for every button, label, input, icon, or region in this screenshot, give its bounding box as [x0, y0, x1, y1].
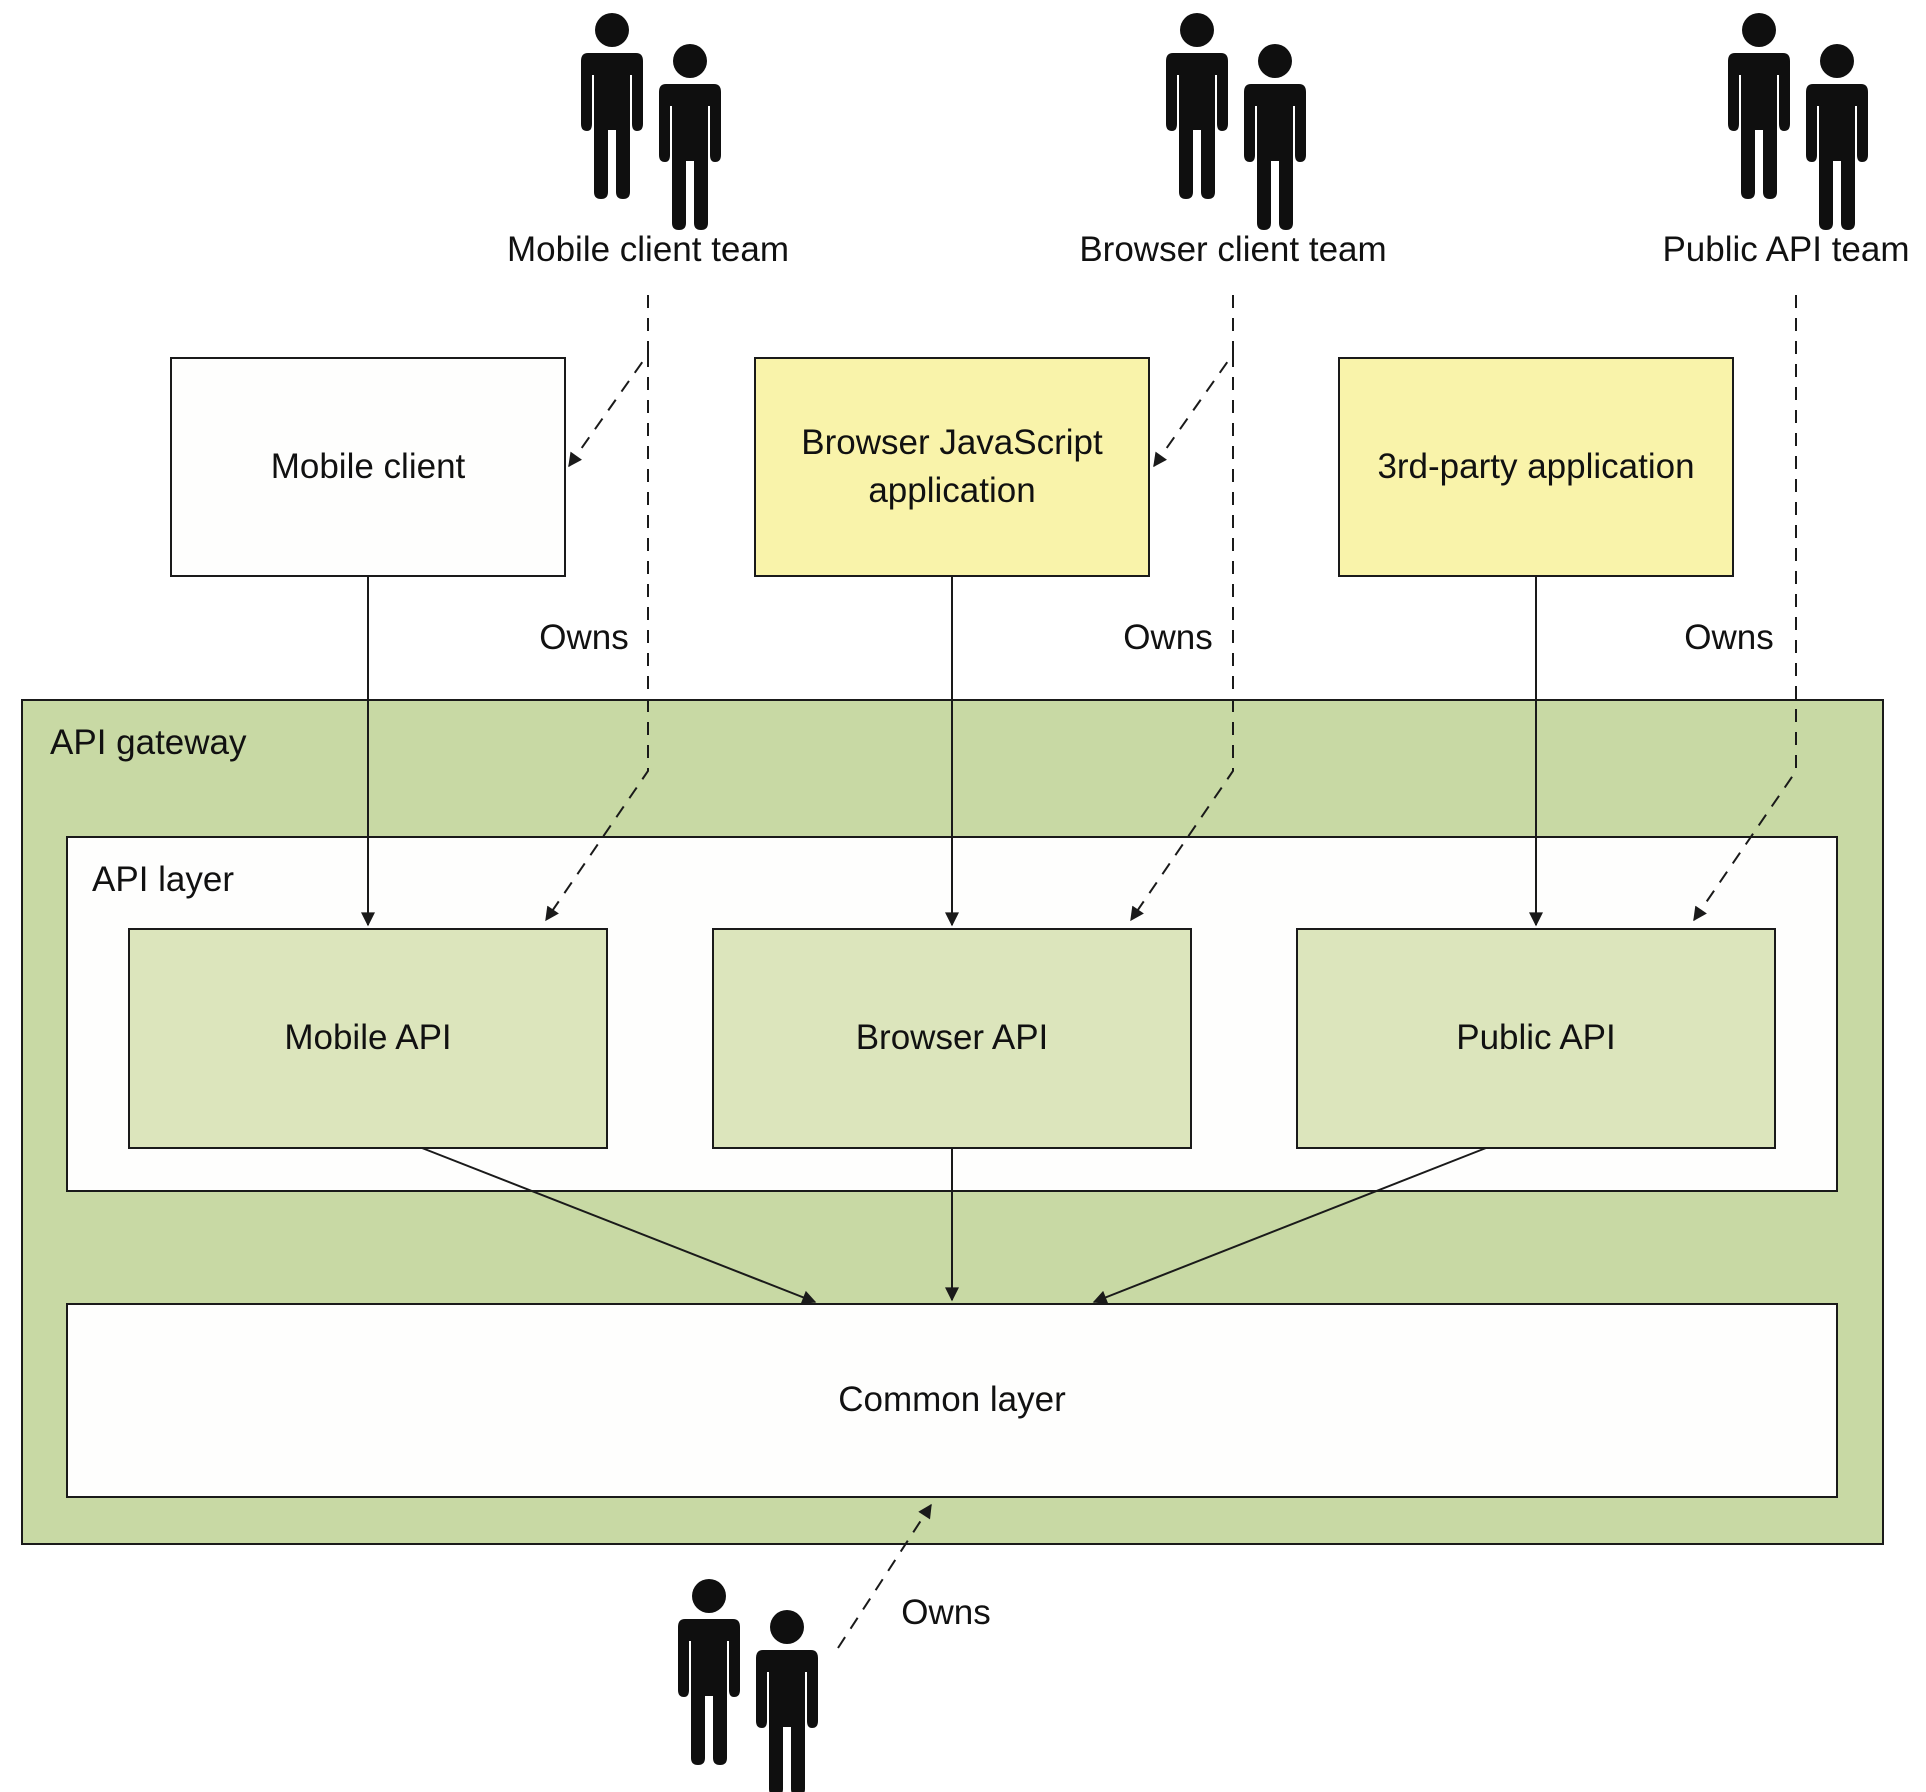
mobile-team-owns-api-arrow — [545, 354, 649, 922]
mobile-team-label: Mobile client team — [507, 230, 789, 269]
mobile-client-label: Mobile client — [271, 447, 466, 486]
mobile-api-rect — [128, 928, 608, 1149]
mobile-api-box: Mobile API — [128, 928, 608, 1149]
mobile-team-owns-client-arrow — [568, 295, 649, 468]
mobile-team-people-icon — [581, 13, 721, 230]
common-team-people-icon — [678, 1579, 818, 1792]
browser-app-label-line1: Browser JavaScript — [801, 423, 1103, 462]
browser-api-box: Browser API — [712, 928, 1192, 1149]
common-layer-rect — [66, 1303, 1838, 1498]
mobile-api-to-common-layer-arrow — [421, 1147, 817, 1304]
public-api-box: Public API — [1296, 928, 1776, 1149]
browser-api-rect — [712, 928, 1192, 1149]
browser-app-label-line2: application — [868, 471, 1035, 510]
browser-team-owns-api-arrow — [1130, 354, 1234, 922]
browser-app-box: Browser JavaScript application — [754, 357, 1150, 577]
mobile-api-label: Mobile API — [284, 1018, 451, 1057]
browser-team-label: Browser client team — [1079, 230, 1386, 269]
owns-label-mobile: Owns — [539, 618, 628, 657]
public-team-people-icon — [1728, 13, 1868, 230]
third-party-app-box: 3rd-party application — [1338, 357, 1734, 577]
mobile-client-box: Mobile client — [170, 357, 566, 577]
browser-api-label: Browser API — [856, 1018, 1049, 1057]
browser-app-rect — [754, 357, 1150, 577]
common-layer-box: Common layer — [66, 1303, 1838, 1498]
owns-label-common: Owns — [901, 1593, 990, 1632]
owns-label-public: Owns — [1684, 618, 1773, 657]
public-api-rect — [1296, 928, 1776, 1149]
browser-team-people-icon — [1166, 13, 1306, 230]
api-layer-title: API layer — [92, 860, 234, 899]
public-api-label: Public API — [1456, 1018, 1616, 1057]
public-api-to-common-layer-arrow — [1092, 1147, 1487, 1304]
common-team-owns-common-layer-arrow — [837, 1503, 932, 1649]
third-party-app-label: 3rd-party application — [1377, 447, 1694, 486]
third-party-app-rect — [1338, 357, 1734, 577]
owns-label-browser: Owns — [1123, 618, 1212, 657]
mobile-client-rect — [170, 357, 566, 577]
api-gateway-title: API gateway — [50, 723, 247, 762]
browser-team-owns-app-arrow — [1153, 295, 1234, 468]
public-team-label: Public API team — [1662, 230, 1909, 269]
common-layer-label: Common layer — [838, 1380, 1066, 1419]
